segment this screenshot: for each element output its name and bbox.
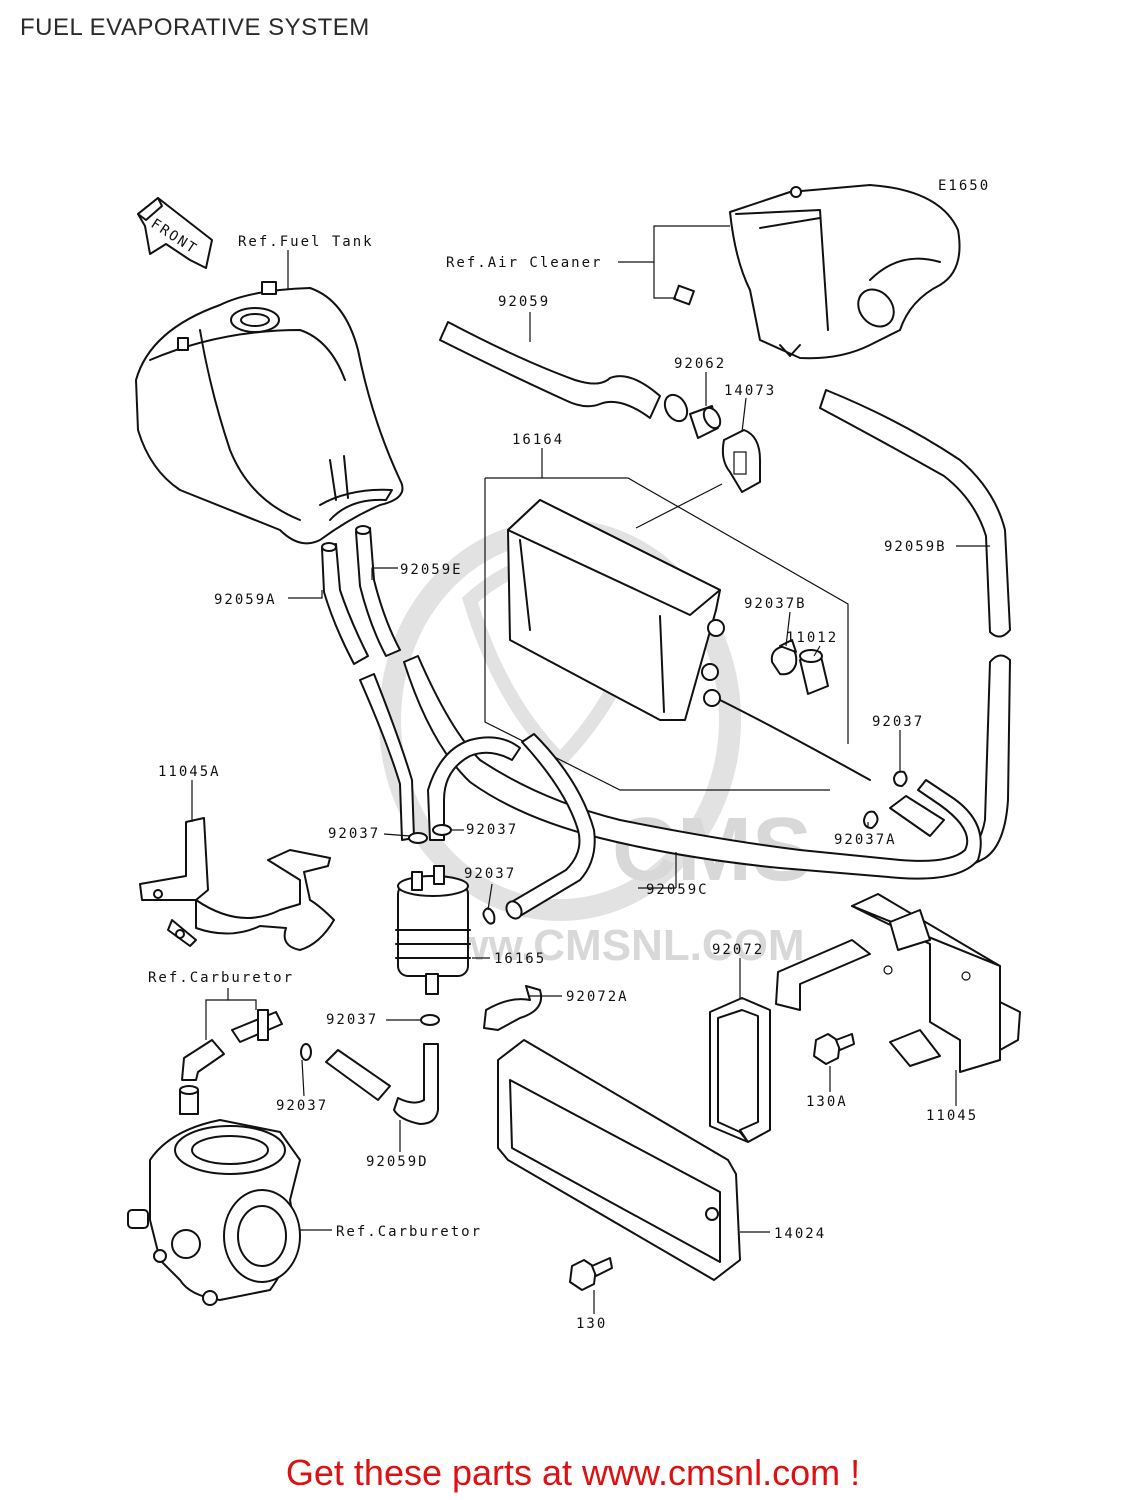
sleeve-92062 — [689, 405, 722, 439]
part-label-14024: 14024 — [774, 1226, 826, 1242]
part-label-92059B: 92059B — [884, 539, 947, 555]
ref-fuel-tank-label: Ref.Fuel Tank — [238, 234, 374, 250]
fuel-tank — [135, 281, 404, 545]
clamp-14073 — [721, 429, 761, 493]
part-label-16165: 16165 — [494, 951, 546, 967]
page-title: FUEL EVAPORATIVE SYSTEM — [20, 14, 370, 41]
part-label-92037A: 92037A — [834, 832, 897, 848]
part-label-11012: 11012 — [786, 630, 838, 646]
part-label-92037-left-4: 92037 — [326, 1012, 378, 1028]
strap-92072 — [709, 997, 771, 1143]
hose-92059E — [355, 525, 401, 657]
part-label-130: 130 — [576, 1316, 607, 1332]
part-label-92037-left-1: 92037 — [328, 826, 380, 842]
ref-carburetor-label-1: Ref.Carburetor — [148, 970, 294, 986]
part-label-92062: 92062 — [674, 356, 726, 372]
part-labels: Ref.Fuel Tank Ref.Air Cleaner 92059 9206… — [148, 234, 978, 1332]
clip-92037-right — [863, 770, 908, 829]
part-label-11045: 11045 — [926, 1108, 978, 1124]
hose-92059D — [325, 1043, 439, 1125]
cap-11012 — [799, 649, 829, 695]
bolt-130A — [813, 1033, 855, 1065]
part-label-92037-left-2: 92037 — [466, 822, 518, 838]
hose-filter-outlet — [505, 733, 596, 920]
part-label-92072: 92072 — [712, 942, 764, 958]
part-label-92059E: 92059E — [400, 562, 463, 578]
part-label-92037B: 92037B — [744, 596, 807, 612]
part-label-92059A: 92059A — [214, 592, 277, 608]
charcoal-canister-16164 — [507, 499, 871, 781]
fuel-filter-16165 — [395, 865, 496, 995]
ref-air-cleaner-label: Ref.Air Cleaner — [446, 255, 602, 271]
part-label-92059C: 92059C — [646, 882, 709, 898]
clip-92037B — [770, 639, 798, 676]
strap-92072A — [483, 985, 542, 1031]
part-label-16164: 16164 — [512, 432, 564, 448]
leader-lines — [191, 225, 990, 1314]
bracket-11045 — [775, 893, 1021, 1073]
hose-92059C — [403, 655, 982, 880]
diagram-code: E1650 — [938, 178, 990, 194]
part-label-11045A: 11045A — [158, 764, 221, 780]
clips-92037-filter — [408, 824, 452, 1026]
hose-92059 — [439, 321, 689, 423]
part-label-14073: 14073 — [724, 383, 776, 399]
carburetor-body — [127, 1119, 301, 1306]
part-label-92037-left-5: 92037 — [276, 1098, 328, 1114]
part-label-92037-left-3: 92037 — [464, 866, 516, 882]
bolt-130 — [569, 1257, 613, 1291]
hose-92059A — [321, 542, 369, 665]
carburetor-fittings — [179, 1009, 312, 1115]
part-label-92037-right: 92037 — [872, 714, 924, 730]
footer-cta-link[interactable]: Get these parts at www.cmsnl.com ! — [285, 1452, 861, 1493]
part-label-92059D: 92059D — [366, 1154, 429, 1170]
part-label-130A: 130A — [806, 1094, 848, 1110]
air-cleaner — [673, 184, 961, 360]
cover-14024 — [497, 1039, 741, 1281]
ref-carburetor-label-2: Ref.Carburetor — [336, 1224, 482, 1240]
hoses-to-filter — [359, 673, 521, 841]
part-label-92059: 92059 — [498, 294, 550, 310]
part-label-92072A: 92072A — [566, 989, 629, 1005]
front-arrow-icon: FRONT — [137, 197, 213, 269]
bracket-11045A — [139, 817, 335, 951]
